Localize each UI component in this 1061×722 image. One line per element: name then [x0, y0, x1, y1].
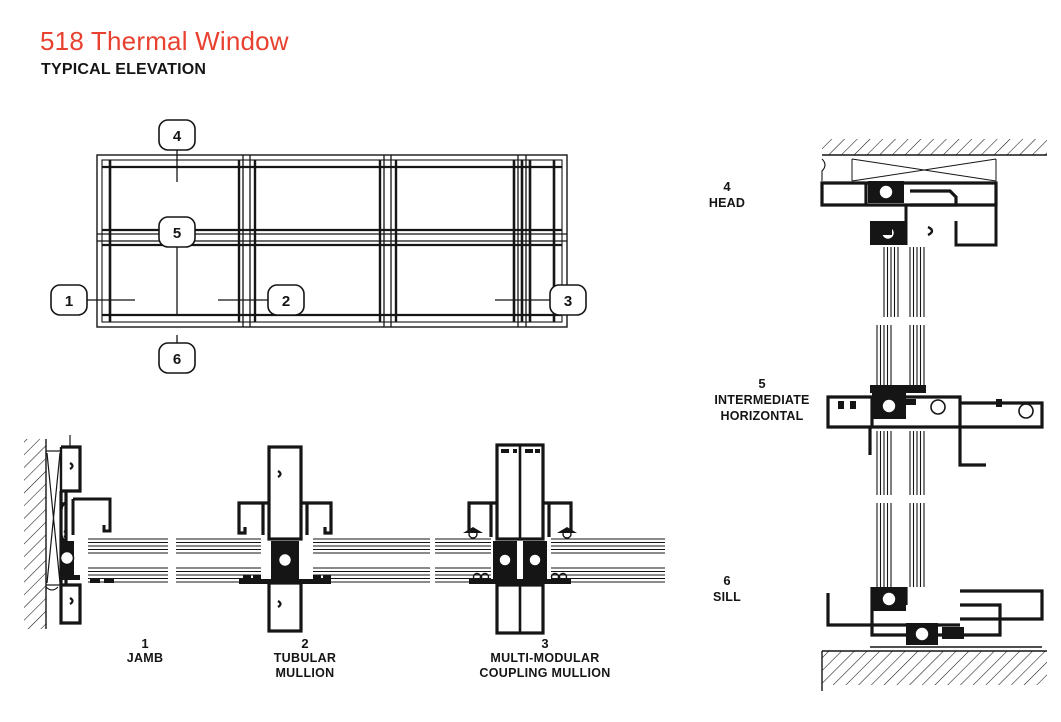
label-head-line1: HEAD	[708, 196, 746, 210]
caption-jamb: 1 JAMB	[95, 636, 195, 666]
caption-tubular-mullion-number: 2	[301, 636, 309, 651]
slab-hatch-top	[822, 139, 1047, 155]
thermal-break	[59, 541, 80, 580]
caption-tubular-mullion: 2 TUBULAR MULLION	[250, 636, 360, 681]
label-intermediate-horizontal: 5 INTERMEDIATE HORIZONTAL	[692, 375, 832, 424]
head-anchor	[868, 181, 904, 203]
callout-3-label: 3	[564, 293, 572, 310]
callout-2[interactable]: 2	[267, 284, 305, 316]
coupling-body	[495, 443, 545, 635]
callout-1-label: 1	[65, 293, 73, 310]
callout-2-label: 2	[282, 293, 290, 310]
label-sill: 6 SILL	[672, 572, 782, 605]
callout-6-label: 6	[173, 351, 181, 368]
caption-coupling-mullion-number: 3	[541, 636, 549, 651]
section-jamb	[18, 435, 228, 635]
elevation-drawing: 4 5 6 1 2 3	[40, 110, 610, 390]
section-multi-modular-coupling-mullion	[435, 435, 665, 635]
callout-4[interactable]: 4	[158, 119, 196, 151]
head-sealant	[821, 158, 997, 182]
glazing-beads	[467, 501, 573, 537]
vertical-section-drawing	[810, 135, 1055, 695]
glazing-left	[215, 538, 261, 583]
label-intermediate-horizontal-number: 5	[758, 376, 766, 391]
jamb-extrusion	[59, 445, 82, 625]
label-intermediate-horizontal-line2: HORIZONTAL	[720, 409, 804, 423]
caption-coupling-mullion: 3 MULTI-MODULAR COUPLING MULLION	[455, 636, 635, 681]
wall-hatch	[24, 439, 46, 629]
cap-detail	[501, 449, 540, 453]
callout-5-label: 5	[173, 225, 181, 242]
tubular-body	[267, 445, 303, 633]
thermal-break	[239, 541, 331, 584]
glazing-beads	[237, 501, 333, 535]
callout-6[interactable]: 6	[158, 342, 196, 374]
thermal-breaks	[469, 541, 571, 584]
slab-hatch-bottom	[822, 651, 1047, 685]
label-intermediate-horizontal-line1: INTERMEDIATE	[714, 393, 810, 407]
glazing-right	[551, 538, 665, 583]
intermediate-extrusion	[826, 395, 1044, 467]
glazing-upper-vertical	[876, 247, 925, 393]
caption-tubular-mullion-line2: MULLION	[275, 666, 335, 680]
glazing-lower-vertical	[876, 431, 925, 587]
glazing-right	[313, 538, 430, 583]
label-sill-line1: SILL	[713, 590, 741, 604]
label-head-number: 4	[723, 179, 731, 194]
sealant-joint	[45, 450, 61, 591]
callout-4-label: 4	[173, 128, 182, 145]
page-title: 518 Thermal Window	[40, 26, 289, 56]
callout-1[interactable]: 1	[50, 284, 88, 316]
section-tubular-mullion	[215, 435, 430, 635]
callout-5[interactable]: 5	[158, 216, 196, 248]
page-subtitle: TYPICAL ELEVATION	[41, 61, 207, 78]
head-extrusion	[820, 181, 998, 207]
label-sill-number: 6	[723, 573, 731, 588]
caption-tubular-mullion-line1: TUBULAR	[273, 651, 337, 665]
glazing-upper	[88, 538, 228, 554]
caption-coupling-mullion-line1: MULTI-MODULAR	[490, 651, 600, 665]
callout-3[interactable]: 3	[549, 284, 587, 316]
caption-jamb-number: 1	[141, 636, 149, 651]
label-head: 4 HEAD	[672, 178, 782, 211]
caption-jamb-line1: JAMB	[126, 651, 164, 665]
caption-coupling-mullion-line2: COUPLING MULLION	[479, 666, 611, 680]
